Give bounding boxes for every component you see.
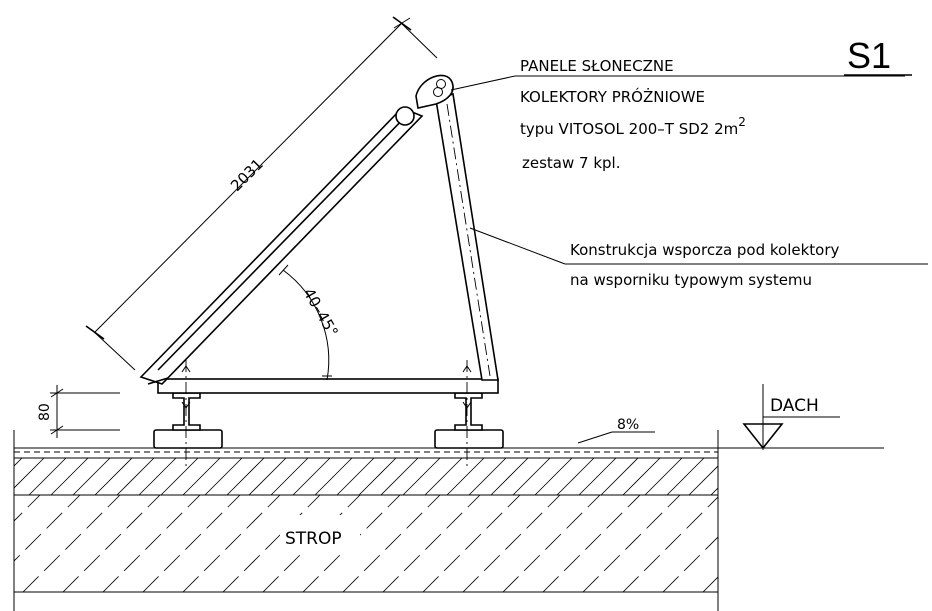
- angle-value: 40–45°: [300, 285, 342, 340]
- roof-label: DACH: [770, 396, 819, 416]
- dimension-angle: 40–45°: [278, 264, 342, 381]
- panel-line-2: KOLEKTORY PRÓŻNIOWE: [520, 87, 705, 106]
- right-support-foot: [434, 392, 504, 449]
- support-callout: Konstrukcja wsporcza pod kolektory na ws…: [469, 227, 928, 289]
- slope-value: 8%: [617, 417, 639, 433]
- panel-line-1: PANELE SŁONECZNE: [520, 57, 674, 75]
- roof-level-mark: DACH: [742, 384, 840, 450]
- sheet-code-text: S1: [847, 35, 891, 76]
- rear-support-strut: [435, 92, 499, 381]
- panel-line-4: zestaw 7 kpl.: [522, 154, 620, 172]
- left-support-foot: [153, 392, 223, 449]
- length-value: 2031: [227, 155, 267, 195]
- solar-collector: [139, 74, 454, 385]
- slab-label: STROP: [285, 529, 342, 549]
- base-beam: [157, 360, 499, 466]
- dimension-height: 80: [37, 385, 120, 438]
- support-line-1: Konstrukcja wsporcza pod kolektory: [570, 241, 840, 259]
- panel-line-3: typu VITOSOL 200–T SD2 2m2: [520, 115, 746, 138]
- panel-callout: PANELE SŁONECZNE KOLEKTORY PRÓŻNIOWE typ…: [450, 57, 905, 172]
- concrete-hatch: [14, 495, 718, 592]
- insulation-hatch: [14, 458, 718, 495]
- support-line-2: na wsporniku typowym systemu: [570, 271, 812, 289]
- slope-indicator: 8%: [577, 417, 655, 444]
- roof-slab: STROP: [13, 430, 884, 611]
- dimension-length: 2031: [85, 16, 438, 371]
- sheet-code: S1: [844, 35, 912, 76]
- height-value: 80: [37, 403, 53, 421]
